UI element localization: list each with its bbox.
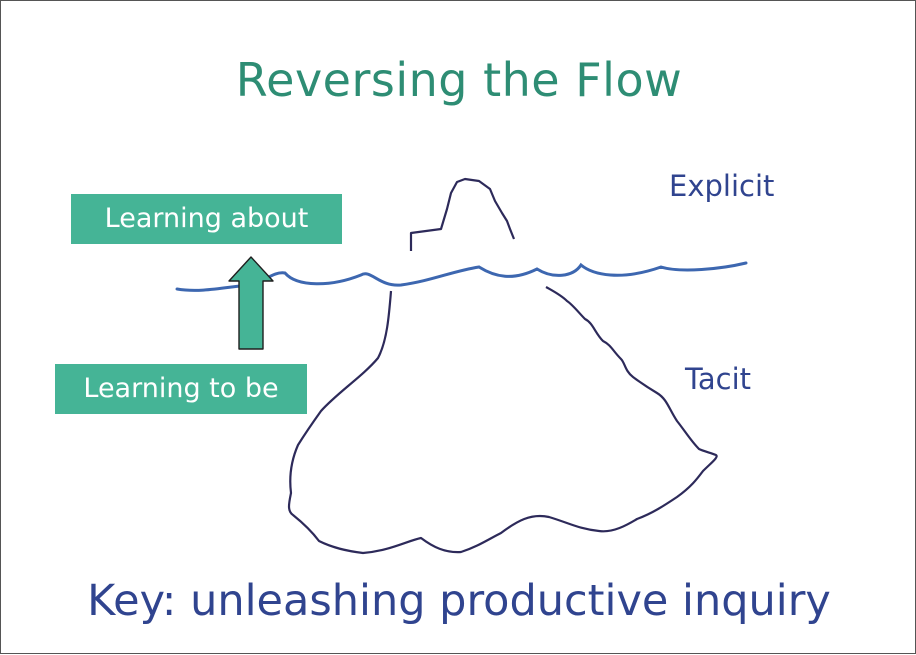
key-statement: Key: unleashing productive inquiry	[87, 576, 831, 626]
iceberg-tip-outline	[409, 177, 516, 251]
learning-to-be-label: Learning to be	[55, 364, 307, 414]
learning-about-label: Learning about	[71, 194, 342, 244]
water-line	[175, 261, 748, 292]
explicit-label: Explicit	[669, 169, 775, 203]
slide-title: Reversing the Flow	[235, 53, 683, 107]
iceberg-body-outline	[287, 286, 718, 555]
up-arrow-icon	[228, 256, 274, 350]
tacit-label: Tacit	[685, 362, 752, 396]
